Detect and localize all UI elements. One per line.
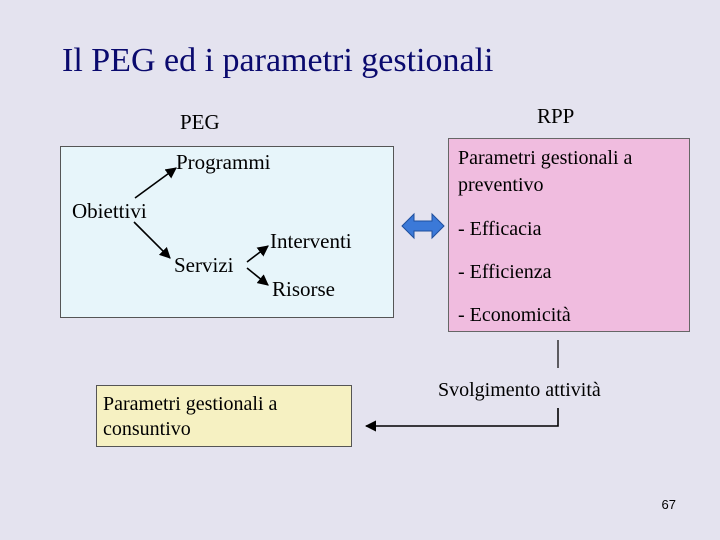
double-arrow-peg-rpp (401, 212, 445, 240)
peg-box (60, 146, 394, 318)
servizi-label: Servizi (174, 253, 234, 277)
rpp-box (448, 138, 690, 332)
risorse-label: Risorse (272, 277, 335, 301)
economicita-item: - Economicità (458, 304, 571, 326)
efficienza-item: - Efficienza (458, 261, 552, 283)
peg-heading: PEG (180, 110, 220, 134)
consuntivo-box: Parametri gestionali a consuntivo (96, 385, 352, 447)
rpp-parametri-line1: Parametri gestionali a (458, 147, 633, 169)
slide-title: Il PEG ed i parametri gestionali (62, 42, 494, 79)
rpp-parametri-line2: preventivo (458, 174, 544, 196)
interventi-label: Interventi (270, 229, 352, 253)
svolgimento-attivita-label: Svolgimento attività (438, 379, 601, 401)
rpp-heading: RPP (537, 104, 575, 128)
consuntivo-line1: Parametri gestionali a (103, 393, 278, 415)
programmi-label: Programmi (176, 150, 271, 174)
arrow-svolgimento-consuntivo (364, 408, 559, 432)
page-number: 67 (661, 497, 676, 512)
consuntivo-line2: consuntivo (103, 418, 191, 440)
obiettivi-label: Obiettivi (72, 199, 147, 223)
efficacia-item: - Efficacia (458, 218, 542, 240)
